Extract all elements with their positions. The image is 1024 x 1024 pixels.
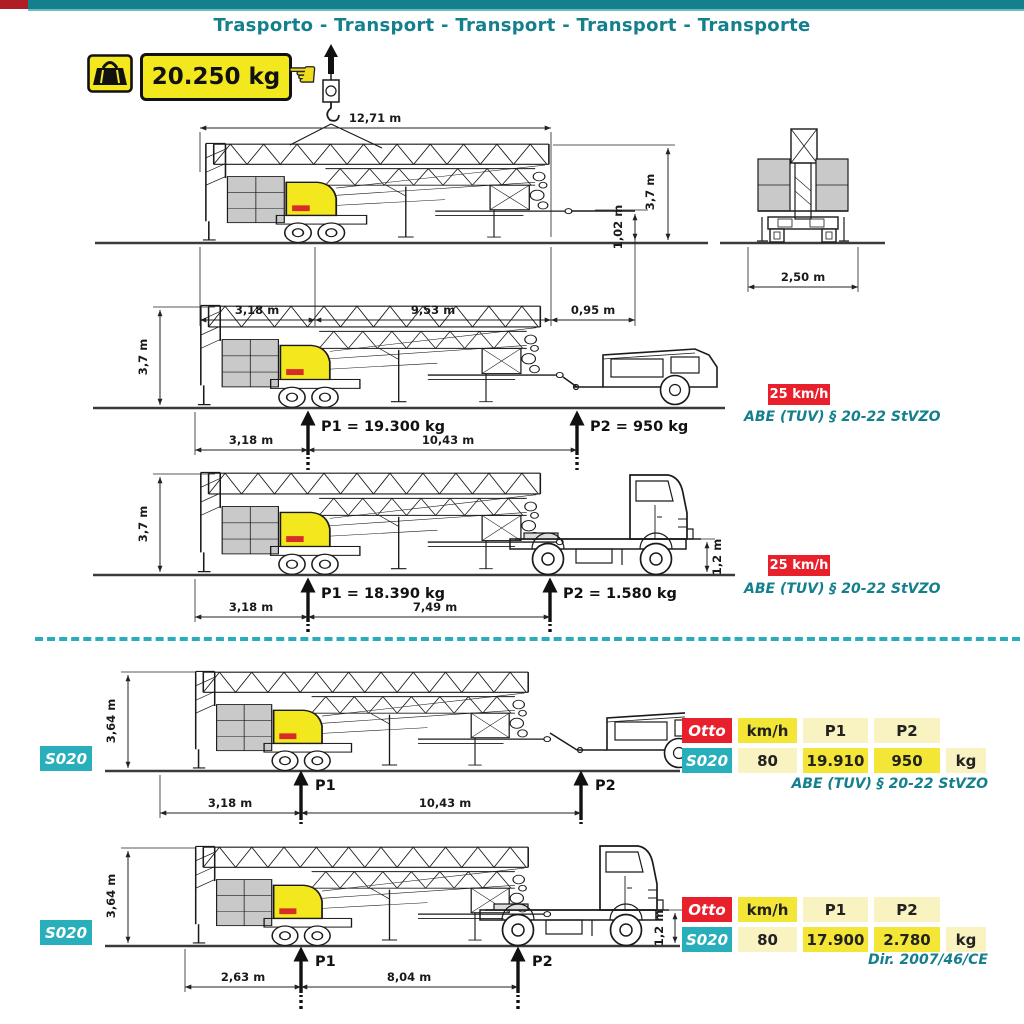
- dim-height: 3,7 m: [136, 506, 150, 542]
- model-badge: S020: [40, 920, 92, 945]
- truck-drawing: [509, 474, 694, 576]
- table-header-spacer: [946, 718, 986, 743]
- table-header-p1: P1: [803, 718, 868, 743]
- crane-side-drawing: [191, 670, 552, 772]
- truck-drawing: [479, 845, 664, 947]
- crane-hook-icon: [322, 43, 340, 122]
- table-unit: kg: [946, 748, 986, 773]
- approval-text: ABE (TUV) § 20-22 StVZO: [744, 581, 941, 597]
- dim-height: 3,7 m: [136, 339, 150, 375]
- dim-span: 10,43 m: [419, 796, 471, 810]
- total-weight-badge: 20.250 kg: [140, 53, 292, 101]
- table-model: S020: [682, 927, 732, 952]
- crane-rear-drawing: [756, 128, 850, 243]
- dim-rear-width: 2,50 m: [781, 270, 825, 284]
- table-speed-value: 80: [738, 927, 797, 952]
- crane-side-drawing: [191, 845, 552, 947]
- axle-load-p1: P1: [315, 778, 336, 794]
- dim-towbar-height: 1,02 m: [611, 205, 625, 249]
- dim-front: 2,63 m: [221, 970, 265, 984]
- diagram-s020-truck: 3,64 m P1 P2 2,63 m 8,04 m 1,2 m: [104, 845, 683, 1009]
- table-p2-value: 950: [874, 748, 940, 773]
- table-brand: Otto: [682, 718, 732, 743]
- load-table: Otto km/h P1 P2 S020 80 19.910 950 kg: [682, 718, 986, 773]
- speed-badge: 25 km/h: [768, 384, 830, 405]
- pointing-hand-icon: ☚: [286, 55, 318, 95]
- dim-span: 10,43 m: [422, 433, 474, 447]
- dim-span: 7,49 m: [413, 600, 457, 614]
- dim-deck-height: 1,2 m: [710, 539, 724, 575]
- crane-side-drawing: [197, 304, 564, 409]
- dim-span: 8,04 m: [387, 970, 431, 984]
- table-header-p2: P2: [874, 897, 940, 922]
- table-speed-value: 80: [738, 748, 797, 773]
- table-brand: Otto: [682, 897, 732, 922]
- axle-load-p2: P2: [532, 954, 553, 970]
- approval-text: Dir. 2007/46/CE: [867, 952, 988, 968]
- load-table: Otto km/h P1 P2 S020 80 17.900 2.780 kg: [682, 897, 986, 952]
- topbar-red-segment: [0, 0, 28, 9]
- axle-load-p1: P1 = 19.300 kg: [321, 419, 445, 435]
- axle-load-p2: P2: [595, 778, 616, 794]
- table-p1-value: 17.900: [803, 927, 868, 952]
- diagram-s020-trailer: 3,64 m P1 P2 3,18 m 10,43 m: [104, 670, 685, 825]
- table-header-p1: P1: [803, 897, 868, 922]
- axle-load-p1: P1 = 18.390 kg: [321, 586, 445, 602]
- trailer-drawing: [572, 348, 718, 406]
- page-title: Trasporto - Transport - Transport - Tran…: [213, 15, 811, 36]
- table-p2-value: 2.780: [874, 927, 940, 952]
- dim-front: 3,18 m: [229, 433, 273, 447]
- model-badge: S020: [40, 746, 92, 771]
- dim-height: 3,7 m: [643, 174, 657, 210]
- topbar-teal-segment: [28, 0, 1024, 11]
- dim-height: 3,64 m: [104, 699, 118, 743]
- approval-text: ABE (TUV) § 20-22 StVZO: [791, 776, 988, 792]
- diagram-tow-trailer-25: 3,7 m P1 = 19.300 kg P2 = 950 kg 3,18 m …: [93, 304, 725, 470]
- axle-load-p1: P1: [315, 954, 336, 970]
- crane-side-drawing: [202, 142, 573, 244]
- table-header-p2: P2: [874, 718, 940, 743]
- dim-height: 3,64 m: [104, 874, 118, 918]
- dim-rear: 0,95 m: [571, 303, 615, 317]
- speed-badge: 25 km/h: [768, 555, 830, 576]
- table-unit: kg: [946, 927, 986, 952]
- dim-front: 3,18 m: [208, 796, 252, 810]
- diagram-tow-truck-25: 3,7 m P1 = 18.390 kg P2 = 1.580 kg 3,18 …: [93, 471, 735, 635]
- dim-total-length: 12,71 m: [349, 111, 401, 125]
- trailer-drawing: [576, 711, 685, 769]
- section-divider: [35, 637, 1020, 641]
- approval-text: ABE (TUV) § 20-22 StVZO: [744, 409, 941, 425]
- table-header-speed: km/h: [738, 897, 797, 922]
- dim-front: 3,18 m: [229, 600, 273, 614]
- diagram-transport-overall: 12,71 m 3,18 m 9,53 m 0,95 m 1,02 m 3,7 …: [95, 43, 885, 326]
- table-model: S020: [682, 748, 732, 773]
- axle-load-p2: P2 = 1.580 kg: [563, 586, 677, 602]
- crane-side-drawing: [197, 471, 564, 576]
- table-p1-value: 19.910: [803, 748, 868, 773]
- table-header-speed: km/h: [738, 718, 797, 743]
- table-header-spacer: [946, 897, 986, 922]
- dim-deck-height: 1,2 m: [652, 910, 666, 946]
- axle-load-p2: P2 = 950 kg: [590, 419, 688, 435]
